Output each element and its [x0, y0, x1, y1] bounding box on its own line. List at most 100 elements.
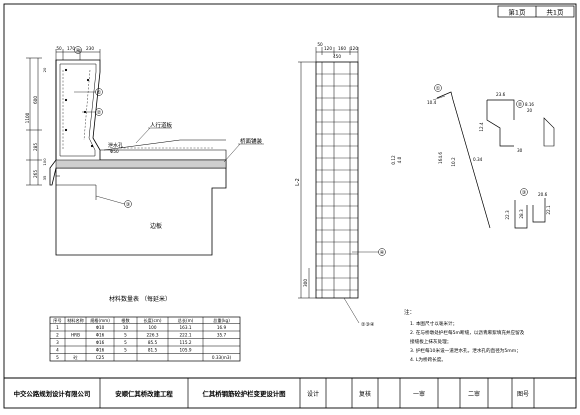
table-header-cell: 总长(m)	[178, 317, 194, 324]
table-cell: C25	[96, 355, 105, 360]
sidewalk-label: 人行道板	[150, 121, 173, 129]
table-cell: 0.33(m3)	[212, 355, 232, 360]
table-cell: HRB	[71, 332, 80, 337]
table-cell: 10	[123, 325, 129, 330]
edge-beam	[55, 168, 227, 256]
bar1-callout	[434, 84, 442, 92]
table-header-cell: 长度(cm)	[143, 317, 161, 324]
materials-table: 材料数量表 （每延米） 序号材料名称规格(mm)根数长度(cm)总长(m)总重(…	[49, 295, 241, 362]
dim-top-170: 170	[67, 46, 75, 51]
elev-dim-450: 450	[333, 54, 341, 59]
note-line-5: 4. L为桥跨长度。	[410, 356, 446, 363]
elev-dim-120a: 120	[324, 46, 332, 51]
sheet-border	[3, 3, 577, 409]
bar2-dim-2: 12.4	[479, 122, 484, 132]
notes-block: 注： 1. 本图尺寸以毫米计； 2. 在与桥墩处护栏每5m断缝，以沥青麻絮填充并…	[404, 308, 525, 363]
section-callout-1-label: ①	[97, 90, 102, 96]
bar3-callout	[520, 188, 528, 196]
table-cell: 5	[56, 355, 59, 360]
table-cell: 5	[124, 340, 127, 345]
title-block: 中交公路规划设计有限公司 安顺仁其桥改建工程 仁其桥钢筋砼护栏变更设计图 设计 …	[4, 377, 576, 408]
bar2-dim-5: 20	[527, 108, 533, 113]
table-header-cell: 总重(kg)	[213, 317, 230, 323]
section-callout-3-label: ③	[126, 202, 130, 208]
bar3-dim-4: 20.6	[538, 192, 548, 197]
dim-small-35: 35	[42, 175, 47, 180]
elevation-strip	[315, 61, 359, 299]
drain-hole-label: 泄水孔	[108, 142, 123, 149]
table-cell: 3	[56, 340, 59, 345]
bar1-shape	[436, 91, 491, 229]
elev-dim-50: 50	[317, 42, 323, 47]
bar2-dim-3: 30	[517, 148, 523, 153]
table-cell: 85.5	[148, 340, 158, 345]
table-cell: 砼	[73, 354, 78, 360]
dim-left-265: 265	[33, 170, 38, 178]
elev-dim-160: 160	[338, 46, 346, 51]
bar2-dim-1: 23.6	[496, 92, 506, 97]
table-cell: 163.1	[180, 325, 192, 330]
deck-paving	[55, 159, 227, 169]
notes-heading: 注：	[404, 308, 415, 316]
title-company: 中交公路规划设计有限公司	[14, 389, 91, 398]
table-cell: 1	[56, 325, 59, 330]
dim-left-285: 285	[33, 143, 38, 151]
dim-small-20: 20	[42, 67, 47, 72]
section-callout-2-label: ②	[97, 110, 102, 116]
title-drawing-no-label: 图号	[517, 391, 529, 398]
bar3-dim-3: 22.1	[546, 205, 551, 215]
bar1-callout-label: ①	[436, 86, 441, 92]
beam-label: 边板	[150, 222, 162, 230]
table-cell: 4	[56, 347, 59, 352]
bar2-hook	[543, 117, 555, 147]
table-cell: 100	[149, 325, 157, 330]
dim-left-1100: 1100	[25, 112, 30, 123]
elevation-rebar-grid	[316, 62, 358, 298]
dim-top-230: 230	[86, 46, 94, 51]
sidewalk-slab	[100, 149, 227, 160]
table-cell: 81.5	[148, 347, 158, 352]
table-cell: Φ16	[96, 332, 105, 337]
table-header-cell: 根数	[121, 317, 130, 324]
section-callout-4	[74, 46, 82, 54]
title-design-label: 设计	[307, 390, 319, 398]
dim-left-600: 600	[33, 96, 38, 104]
bar2-callout	[516, 100, 524, 108]
cross-section-view: 50 170 230 1100 600 285 265 100 35 20	[25, 46, 264, 256]
total-pages-label: 共1页	[546, 8, 564, 17]
table-cell: Φ10	[96, 325, 105, 330]
table-cell: Φ16	[96, 347, 105, 352]
barrier-rebar-cage	[59, 63, 97, 157]
page-number-box: 第1页 共1页	[497, 5, 575, 18]
bar2-dim-4: 8.16	[525, 102, 534, 107]
elev-side-mark-2: 4.0	[397, 156, 402, 163]
drain-size-label: Φ50	[110, 149, 119, 154]
note-line-2: 2. 在与桥墩处护栏每5m断缝，以沥青麻絮填充并应留及	[410, 329, 525, 336]
section-callout-4-label: ④	[76, 48, 81, 54]
elev-dim-300: 300	[303, 279, 308, 287]
table-cell: 115.2	[180, 340, 192, 345]
table-cell: 5	[124, 332, 127, 337]
elev-dim-120b: 120	[350, 46, 358, 51]
title-check2-label: 二审	[468, 390, 480, 398]
elev-callout-234-label: ②③④	[361, 322, 375, 328]
bar2-shape	[486, 100, 514, 147]
deck-paving-label: 桥面铺装	[240, 137, 263, 145]
table-cell: 226.3	[147, 332, 159, 337]
bar3-callout-label: ③	[522, 190, 526, 196]
page-label: 第1页	[508, 8, 526, 17]
bar3-dim-1: 22.3	[505, 210, 510, 220]
materials-table-title: 材料数量表 （每延米）	[109, 295, 171, 303]
dim-small-100: 100	[42, 158, 47, 166]
title-review-label: 复核	[359, 390, 371, 398]
table-cell: 105.9	[180, 347, 192, 352]
dim-top-50: 50	[56, 46, 62, 51]
table-cell: 35.7	[217, 332, 227, 337]
table-cell: 5	[124, 347, 127, 352]
note-line-4: 3. 护栏每10米设一道泄水孔，泄水孔的直径为5mm；	[410, 347, 521, 354]
table-header-cell: 规格(mm)	[90, 317, 110, 324]
bar1-dim-3: 10.2	[451, 157, 456, 167]
elev-callout-4-label: ④	[380, 250, 385, 256]
